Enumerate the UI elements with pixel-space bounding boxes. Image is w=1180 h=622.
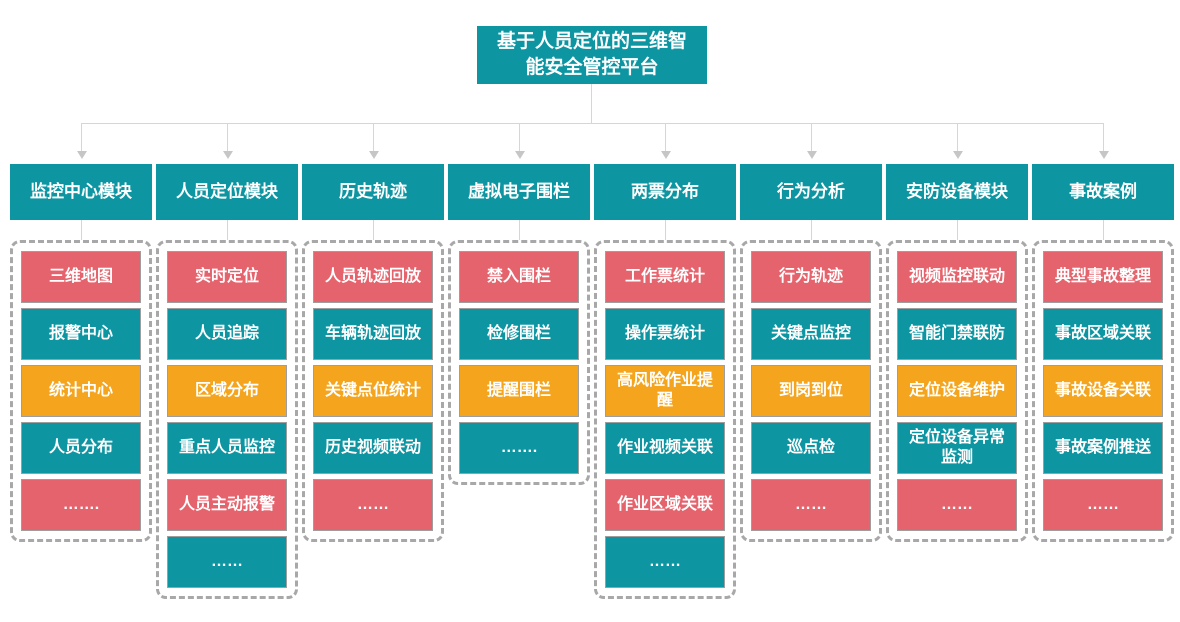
module-item: 统计中心	[21, 365, 141, 417]
module-column-two-tickets: 两票分布 工作票统计 操作票统计 高风险作业提醒 作业视频关联 作业区域关联 ……	[594, 164, 736, 599]
module-item: ……	[605, 536, 725, 588]
header-connector-line	[664, 220, 666, 240]
module-item: 人员追踪	[167, 308, 287, 360]
module-item: 检修围栏	[459, 308, 579, 360]
module-item: 人员分布	[21, 422, 141, 474]
module-item: 智能门禁联防	[897, 308, 1017, 360]
module-item: 到岗到位	[751, 365, 871, 417]
module-item: 工作票统计	[605, 251, 725, 303]
connector-drop	[519, 124, 520, 152]
module-item: 巡点检	[751, 422, 871, 474]
header-connector-line	[372, 220, 374, 240]
module-item: ……	[167, 536, 287, 588]
module-column-behavior-analysis: 行为分析 行为轨迹 关键点监控 到岗到位 巡点检 ……	[740, 164, 882, 599]
module-item: ……	[313, 479, 433, 531]
module-item: 区域分布	[167, 365, 287, 417]
connector-drop	[1103, 124, 1104, 152]
arrow-down-icon	[1099, 151, 1109, 159]
module-item-group: 禁入围栏 检修围栏 提醒围栏 …….	[448, 240, 590, 485]
module-item: 提醒围栏	[459, 365, 579, 417]
module-column-accident-cases: 事故案例 典型事故整理 事故区域关联 事故设备关联 事故案例推送 ……	[1032, 164, 1174, 599]
module-item-group: 视频监控联动 智能门禁联防 定位设备维护 定位设备异常监测 ……	[886, 240, 1028, 542]
module-item: 三维地图	[21, 251, 141, 303]
module-item: 关键点监控	[751, 308, 871, 360]
module-header: 人员定位模块	[156, 164, 298, 220]
module-item: 人员主动报警	[167, 479, 287, 531]
module-column-virtual-fence: 虚拟电子围栏 禁入围栏 检修围栏 提醒围栏 …….	[448, 164, 590, 599]
module-item: …….	[459, 422, 579, 474]
arrow-down-icon	[369, 151, 379, 159]
module-item: 重点人员监控	[167, 422, 287, 474]
module-column-history-track: 历史轨迹 人员轨迹回放 车辆轨迹回放 关键点位统计 历史视频联动 ……	[302, 164, 444, 599]
module-header: 虚拟电子围栏	[448, 164, 590, 220]
module-header: 历史轨迹	[302, 164, 444, 220]
module-header: 安防设备模块	[886, 164, 1028, 220]
module-item: 实时定位	[167, 251, 287, 303]
module-item: 事故区域关联	[1043, 308, 1163, 360]
module-item-group: 工作票统计 操作票统计 高风险作业提醒 作业视频关联 作业区域关联 ……	[594, 240, 736, 599]
module-item: 操作票统计	[605, 308, 725, 360]
module-item-group: 行为轨迹 关键点监控 到岗到位 巡点检 ……	[740, 240, 882, 542]
module-column-security-equipment: 安防设备模块 视频监控联动 智能门禁联防 定位设备维护 定位设备异常监测 ……	[886, 164, 1028, 599]
arrow-down-icon	[515, 151, 525, 159]
connector-drop	[81, 124, 82, 152]
module-item: 车辆轨迹回放	[313, 308, 433, 360]
connector-drop	[665, 124, 666, 152]
header-connector-line	[956, 220, 958, 240]
module-item: 事故设备关联	[1043, 365, 1163, 417]
connector-drop	[957, 124, 958, 152]
module-item-group: 人员轨迹回放 车辆轨迹回放 关键点位统计 历史视频联动 ……	[302, 240, 444, 542]
module-item: 典型事故整理	[1043, 251, 1163, 303]
connector-drop	[227, 124, 228, 152]
module-item: 禁入围栏	[459, 251, 579, 303]
header-connector-line	[518, 220, 520, 240]
module-item: 人员轨迹回放	[313, 251, 433, 303]
arrow-down-icon	[661, 151, 671, 159]
header-connector-line	[810, 220, 812, 240]
arrow-down-icon	[807, 151, 817, 159]
module-item-group: 典型事故整理 事故区域关联 事故设备关联 事故案例推送 ……	[1032, 240, 1174, 542]
module-item: ……	[897, 479, 1017, 531]
connector-drop	[373, 124, 374, 152]
module-item-group: 三维地图 报警中心 统计中心 人员分布 …….	[10, 240, 152, 542]
module-header: 监控中心模块	[10, 164, 152, 220]
module-item: 作业区域关联	[605, 479, 725, 531]
module-item: 行为轨迹	[751, 251, 871, 303]
module-item: …….	[21, 479, 141, 531]
header-connector-line	[80, 220, 82, 240]
module-item: 作业视频关联	[605, 422, 725, 474]
module-item: 关键点位统计	[313, 365, 433, 417]
module-columns: 监控中心模块 三维地图 报警中心 统计中心 人员分布 ……. 人员定位模块 实时…	[10, 164, 1174, 599]
arrow-down-icon	[77, 151, 87, 159]
module-header: 行为分析	[740, 164, 882, 220]
arrow-down-icon	[953, 151, 963, 159]
connector-root-stem	[591, 84, 592, 123]
module-item: ……	[751, 479, 871, 531]
module-item: 事故案例推送	[1043, 422, 1163, 474]
module-header: 两票分布	[594, 164, 736, 220]
module-item-group: 实时定位 人员追踪 区域分布 重点人员监控 人员主动报警 ……	[156, 240, 298, 599]
module-column-monitoring-center: 监控中心模块 三维地图 报警中心 统计中心 人员分布 …….	[10, 164, 152, 599]
module-item: 定位设备维护	[897, 365, 1017, 417]
header-connector-line	[226, 220, 228, 240]
module-item: 视频监控联动	[897, 251, 1017, 303]
module-item: ……	[1043, 479, 1163, 531]
module-item: 高风险作业提醒	[605, 365, 725, 417]
module-header: 事故案例	[1032, 164, 1174, 220]
connector-horizontal-line	[81, 123, 1104, 124]
module-item: 定位设备异常监测	[897, 422, 1017, 474]
connector-drop	[811, 124, 812, 152]
header-connector-line	[1102, 220, 1104, 240]
module-item: 报警中心	[21, 308, 141, 360]
arrow-down-icon	[223, 151, 233, 159]
root-node: 基于人员定位的三维智能安全管控平台	[477, 26, 707, 84]
module-column-personnel-positioning: 人员定位模块 实时定位 人员追踪 区域分布 重点人员监控 人员主动报警 ……	[156, 164, 298, 599]
module-item: 历史视频联动	[313, 422, 433, 474]
